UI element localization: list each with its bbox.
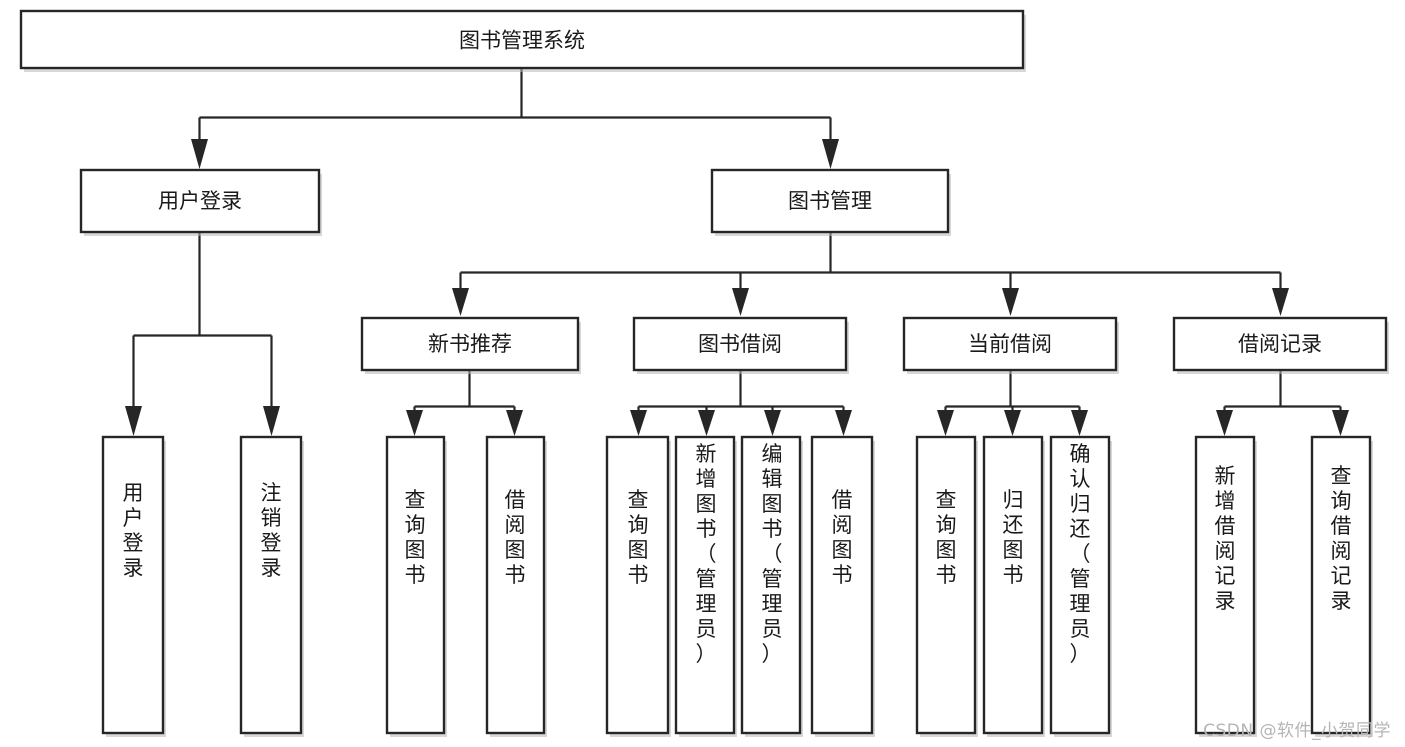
node-leaf-2-box[interactable]	[239, 435, 303, 735]
node-leaf-3[interactable]: 查询图书	[385, 435, 447, 737]
node-leaf-6-label: 新增图书（管理员）	[696, 442, 717, 666]
node-new-book-rec-label: 新书推荐	[428, 332, 512, 356]
node-book-manage[interactable]: 图书管理	[710, 168, 951, 236]
node-new-book-rec-box[interactable]	[360, 316, 580, 372]
node-leaf-2[interactable]: 注销登录	[239, 435, 304, 737]
node-leaf-7-label: 编辑图书（管理员）	[762, 442, 783, 666]
node-root-label: 图书管理系统	[459, 29, 585, 53]
arrow-bm-to-borrow-record	[1272, 288, 1289, 316]
node-borrow-record[interactable]: 借阅记录	[1172, 316, 1389, 374]
arrow-cb-to-leaf-11	[1071, 410, 1088, 436]
node-leaf-8-box[interactable]	[810, 435, 874, 735]
arrow-br-to-leaf-12	[1216, 410, 1233, 436]
node-user-login-box[interactable]	[79, 168, 321, 234]
node-leaf-1-box[interactable]	[101, 435, 165, 735]
node-current-borrow-label: 当前借阅	[968, 332, 1052, 356]
node-leaf-5-label: 查询图书	[628, 488, 649, 587]
arrow-bb-to-leaf-6	[698, 410, 715, 436]
arrow-bb-to-leaf-5	[630, 410, 647, 436]
arrow-root-to-book-manage	[822, 139, 839, 169]
node-root-box[interactable]	[19, 9, 1025, 70]
node-new-book-rec[interactable]: 新书推荐	[360, 316, 581, 374]
node-book-borrow[interactable]: 图书借阅	[632, 316, 849, 374]
node-leaf-5-box[interactable]	[605, 435, 670, 735]
arrow-bm-to-current-borrow	[1002, 288, 1019, 316]
arrow-bm-to-new-book-rec	[452, 288, 469, 316]
node-book-manage-box[interactable]	[710, 168, 950, 234]
node-leaf-6-box[interactable]	[674, 435, 736, 735]
node-leaf-8-label: 借阅图书	[832, 488, 853, 587]
node-root[interactable]: 图书管理系统	[19, 9, 1026, 72]
arrow-bb-to-leaf-8	[835, 410, 852, 436]
node-leaf-4-label: 借阅图书	[505, 488, 526, 587]
node-leaf-9-box[interactable]	[915, 435, 977, 735]
node-book-borrow-box[interactable]	[632, 316, 848, 372]
node-leaf-7[interactable]: 编辑图书（管理员）	[740, 435, 803, 737]
node-leaf-10[interactable]: 归还图书	[982, 435, 1045, 737]
node-book-manage-label: 图书管理	[788, 189, 872, 213]
arrow-root-to-user-login	[191, 139, 208, 169]
node-leaf-2-label: 注销登录	[261, 481, 282, 580]
node-book-borrow-label: 图书借阅	[698, 332, 782, 356]
node-leaf-12-label: 新增借阅记录	[1215, 464, 1236, 613]
node-leaf-3-label: 查询图书	[405, 488, 426, 587]
arrow-cb-to-leaf-10	[1004, 410, 1021, 436]
arrow-br-to-leaf-13	[1332, 410, 1349, 436]
arrow-bm-to-book-borrow	[732, 288, 749, 316]
arrow-ul-to-leaf-1	[125, 406, 142, 436]
node-leaf-13[interactable]: 查询借阅记录	[1310, 435, 1373, 737]
node-leaf-3-box[interactable]	[385, 435, 446, 735]
csdn-watermark: CSDN @软件_小贺同学	[1203, 721, 1391, 741]
node-current-borrow[interactable]: 当前借阅	[902, 316, 1119, 374]
node-user-login[interactable]: 用户登录	[79, 168, 322, 236]
node-leaf-4[interactable]: 借阅图书	[485, 435, 547, 737]
node-leaf-7-box[interactable]	[740, 435, 802, 735]
node-leaf-11-label: 确认归还（管理员）	[1070, 442, 1091, 666]
node-leaf-4-box[interactable]	[485, 435, 546, 735]
node-leaf-5[interactable]: 查询图书	[605, 435, 671, 737]
node-leaf-1-label: 用户登录	[123, 481, 144, 580]
arrow-cb-to-leaf-9	[937, 410, 954, 436]
arrow-ul-to-leaf-2	[263, 406, 280, 436]
node-leaf-10-box[interactable]	[982, 435, 1044, 735]
node-leaf-6[interactable]: 新增图书（管理员）	[674, 435, 737, 737]
node-leaf-11-box[interactable]	[1049, 435, 1111, 735]
node-leaf-8[interactable]: 借阅图书	[810, 435, 875, 737]
arrow-bb-to-leaf-7	[764, 410, 781, 436]
node-leaf-9-label: 查询图书	[936, 488, 957, 587]
connector-layer	[125, 68, 1349, 436]
node-leaf-12[interactable]: 新增借阅记录	[1194, 435, 1257, 737]
node-leaf-13-label: 查询借阅记录	[1331, 464, 1352, 613]
node-borrow-record-label: 借阅记录	[1238, 332, 1322, 356]
node-leaf-13-box[interactable]	[1310, 435, 1372, 735]
node-leaf-9[interactable]: 查询图书	[915, 435, 978, 737]
node-leaf-10-label: 归还图书	[1003, 488, 1024, 587]
node-borrow-record-box[interactable]	[1172, 316, 1388, 372]
node-current-borrow-box[interactable]	[902, 316, 1118, 372]
node-leaf-1[interactable]: 用户登录	[101, 435, 166, 737]
arrow-nbr-to-leaf-4	[506, 410, 523, 436]
arrow-nbr-to-leaf-3	[406, 410, 423, 436]
node-leaf-12-box[interactable]	[1194, 435, 1256, 735]
node-leaf-11[interactable]: 确认归还（管理员）	[1049, 435, 1112, 737]
node-user-login-label: 用户登录	[158, 189, 242, 213]
